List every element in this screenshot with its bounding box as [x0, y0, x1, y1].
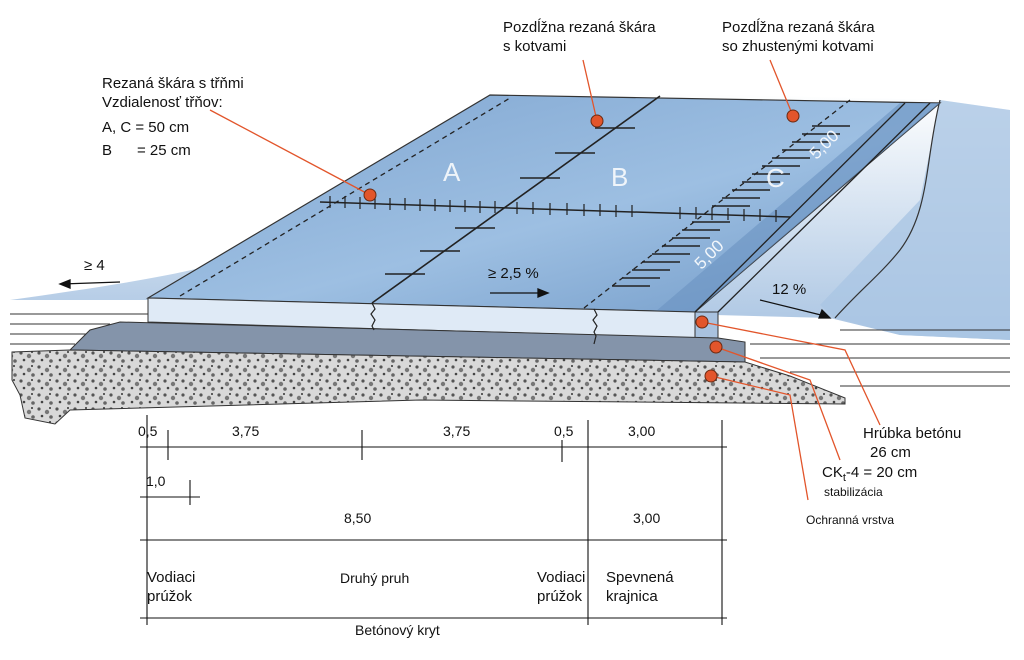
callout-joint-stirrups-spacing: Vzdialenosť třňov: [102, 94, 223, 111]
longitudinal-joint-anchors [371, 95, 661, 304]
label-guide-strip-2-line2: prúžok [537, 588, 583, 605]
callout-stabilization: stabilizácia [824, 485, 883, 499]
dim-0-5-left: 0,5 [138, 423, 158, 439]
callout-thickness-line2: 26 cm [870, 444, 911, 461]
slope-shoulder: 12 % [772, 281, 807, 298]
right-embankment [820, 100, 1010, 340]
dim-3-75-first: 3,75 [232, 423, 260, 439]
lane-label-b: B [611, 162, 629, 192]
shoulder-edge [694, 102, 906, 313]
right-soil-hatch [750, 329, 1010, 387]
callout-joint-anchors-line1: Pozdĺžna rezaná škára [503, 19, 656, 36]
embankment-edge-line [834, 99, 941, 319]
callout-spacing-ac: A, C = 50 cm [102, 119, 190, 136]
shoulder-strip [655, 103, 940, 312]
joint-crack-2 [592, 308, 598, 345]
ckt-sub: t [842, 472, 846, 484]
anchor-ticks-dense [612, 125, 850, 287]
ckt-prefix: CK [822, 464, 843, 481]
dim-3-00-bottom: 3,00 [633, 510, 661, 526]
label-shoulder-line1: Spevnená [606, 569, 674, 586]
slope-arrows [58, 279, 832, 319]
lane-label-c: C [766, 163, 785, 193]
ckt-suffix: -4 = 20 cm [845, 464, 918, 481]
callout-protective-layer: Ochranná vrstva [806, 513, 895, 527]
joint-crack-1 [370, 302, 376, 331]
callout-joint-anchors-line2: s kotvami [503, 38, 567, 55]
label-second-lane: Druhý pruh [340, 570, 410, 586]
protective-gravel-layer [11, 349, 846, 425]
slope-main: ≥ 2,5 % [488, 265, 539, 282]
dim-1-0: 1,0 [146, 473, 166, 489]
callout-joint-stirrups-title: Rezaná škára s třňmi [102, 75, 244, 92]
label-concrete-cover: Betónový kryt [355, 622, 440, 638]
callout-thickness-line1: Hrúbka betónu [863, 425, 962, 442]
road-edge [717, 102, 931, 313]
slope-left: ≥ 4 [84, 257, 105, 274]
callout-ckt: CKt-4 = 20 cm [822, 463, 917, 488]
callout-joint-dense-line2: so zhustenými kotvami [722, 38, 874, 55]
callout-spacing-b: B = 25 cm [102, 142, 191, 159]
callout-markers [363, 109, 800, 383]
dim-3-00-top: 3,00 [628, 423, 656, 439]
callout-leaders [209, 59, 881, 501]
dimension-lines [140, 415, 727, 625]
label-guide-strip-1-line2: prúžok [147, 588, 193, 605]
label-guide-strip-2-line1: Vodiaci [537, 569, 586, 586]
label-shoulder-line2: krajnica [606, 588, 658, 605]
dim-3-75-second: 3,75 [443, 423, 471, 439]
lane-label-a: A [443, 157, 461, 187]
label-guide-strip-1-line1: Vodiaci [147, 569, 196, 586]
dim-0-5-right: 0,5 [554, 423, 574, 439]
anchor-ticks-1 [385, 127, 635, 275]
left-soil-hatch [10, 313, 148, 345]
dim-8-50: 8,50 [344, 510, 372, 526]
transverse-stirrups [329, 196, 777, 222]
callout-joint-dense-line1: Pozdĺžna rezaná škára [722, 19, 875, 36]
